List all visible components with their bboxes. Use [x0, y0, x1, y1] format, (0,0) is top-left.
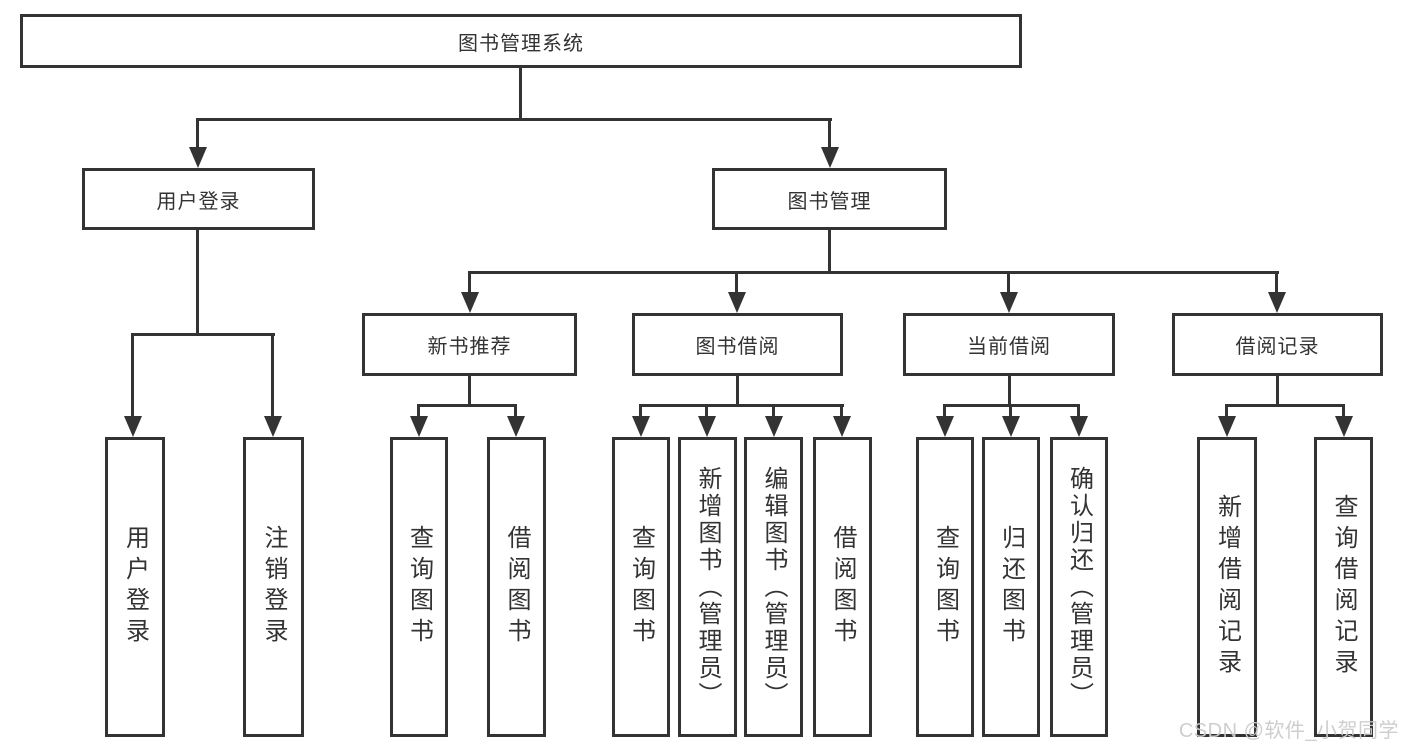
- csdn-watermark: CSDN @软件_小贺同学: [1178, 720, 1399, 742]
- node-label: 查询图书: [627, 525, 655, 649]
- connector-borrow-records-stem: [1276, 376, 1279, 406]
- node-user-login-group: 用户登录: [82, 168, 315, 230]
- arrowhead: [189, 147, 207, 168]
- node-new-book-recommend: 新书推荐: [362, 313, 577, 376]
- connector-stub: [639, 404, 642, 418]
- node-label: 新增借阅记录: [1213, 494, 1241, 680]
- connector-to-user-login: [196, 118, 199, 150]
- connector-stub: [417, 404, 420, 418]
- node-add-books-admin: 新增图书（管理员）: [678, 437, 737, 737]
- node-label: 借阅图书: [503, 525, 530, 649]
- node-label: 借阅记录: [1235, 336, 1320, 358]
- node-label: 当前借阅: [967, 336, 1051, 358]
- connector-stub: [1009, 404, 1012, 418]
- arrowhead: [461, 292, 479, 313]
- node-query-books-borrow: 查询图书: [612, 437, 670, 737]
- arrowhead: [264, 416, 282, 437]
- node-label: 借阅图书: [829, 525, 856, 649]
- arrowhead: [1268, 292, 1286, 313]
- node-logout: 注销登录: [243, 437, 304, 737]
- node-label: 查询借阅记录: [1330, 494, 1357, 680]
- node-user-login-leaf: 用户登录: [105, 437, 165, 737]
- arrowhead: [1002, 416, 1020, 437]
- connector-to-logout-leaf: [271, 333, 274, 419]
- node-label: 图书管理: [787, 190, 872, 213]
- node-label: 新增图书（管理员）: [694, 465, 721, 709]
- arrowhead: [1218, 416, 1236, 437]
- connector-stub: [1225, 404, 1228, 418]
- connector-stub: [943, 404, 946, 418]
- node-label: 图书借阅: [695, 336, 780, 358]
- node-label: 确认归还（管理员）: [1065, 465, 1093, 709]
- connector-root-branch: [196, 118, 832, 121]
- connector-user-login-stem: [196, 230, 199, 335]
- node-label: 新书推荐: [427, 336, 512, 358]
- node-label: 归还图书: [997, 525, 1025, 649]
- connector-stub: [772, 404, 775, 418]
- node-query-books-recommend: 查询图书: [390, 437, 448, 737]
- node-label: 用户登录: [156, 190, 241, 213]
- connector-new-book-branch: [417, 404, 517, 407]
- node-label: 图书管理系统: [458, 32, 584, 55]
- connector-book-borrow-stem: [736, 376, 739, 406]
- connector-current-borrow-stem: [1008, 376, 1011, 406]
- arrowhead: [765, 416, 783, 437]
- connector-stub: [1342, 404, 1345, 418]
- node-query-books-current: 查询图书: [916, 437, 974, 737]
- arrowhead: [410, 416, 428, 437]
- node-query-borrow-record: 查询借阅记录: [1314, 437, 1373, 737]
- arrowhead: [124, 416, 142, 437]
- connector-book-mgmt-stem: [828, 230, 831, 273]
- connector-to-book-borrow: [735, 271, 738, 295]
- connector-stub: [705, 404, 708, 418]
- connector-book-borrow-branch: [639, 404, 844, 407]
- connector-user-login-branch: [131, 333, 275, 336]
- node-label: 查询图书: [931, 525, 959, 649]
- node-confirm-return-admin: 确认归还（管理员）: [1050, 437, 1108, 737]
- connector-to-book-management: [828, 118, 831, 150]
- node-label: 用户登录: [121, 525, 149, 649]
- connector-borrow-records-branch: [1225, 404, 1345, 407]
- node-label: 编辑图书（管理员）: [760, 465, 787, 709]
- connector-to-new-book: [468, 271, 471, 295]
- connector-to-borrow-records: [1275, 271, 1278, 295]
- arrowhead: [1335, 416, 1353, 437]
- arrowhead: [507, 416, 525, 437]
- arrowhead: [821, 147, 839, 168]
- arrowhead: [632, 416, 650, 437]
- connector-new-book-stem: [468, 376, 471, 406]
- connector-to-current-borrow: [1007, 271, 1010, 295]
- node-borrow-records: 借阅记录: [1172, 313, 1383, 376]
- arrowhead: [936, 416, 954, 437]
- connector-stub: [1077, 404, 1080, 418]
- node-edit-books-admin: 编辑图书（管理员）: [744, 437, 803, 737]
- connector-stub: [840, 404, 843, 418]
- arrowhead: [728, 292, 746, 313]
- node-label: 注销登录: [260, 525, 287, 649]
- connector-book-mgmt-branch: [468, 271, 1279, 274]
- node-book-management: 图书管理: [712, 168, 947, 230]
- arrowhead: [1000, 292, 1018, 313]
- node-return-books: 归还图书: [982, 437, 1040, 737]
- node-label: 查询图书: [405, 525, 433, 649]
- arrowhead: [833, 416, 851, 437]
- node-current-borrow: 当前借阅: [903, 313, 1115, 376]
- connector-to-user-login-leaf: [131, 333, 134, 419]
- node-borrow-books: 借阅图书: [813, 437, 872, 737]
- node-book-borrow: 图书借阅: [632, 313, 843, 376]
- node-borrow-books-recommend: 借阅图书: [487, 437, 546, 737]
- connector-root-stem: [519, 66, 522, 120]
- node-library-management-system: 图书管理系统: [20, 14, 1022, 68]
- connector-stub: [514, 404, 517, 418]
- arrowhead: [1070, 416, 1088, 437]
- node-add-borrow-record: 新增借阅记录: [1197, 437, 1257, 737]
- arrowhead: [698, 416, 716, 437]
